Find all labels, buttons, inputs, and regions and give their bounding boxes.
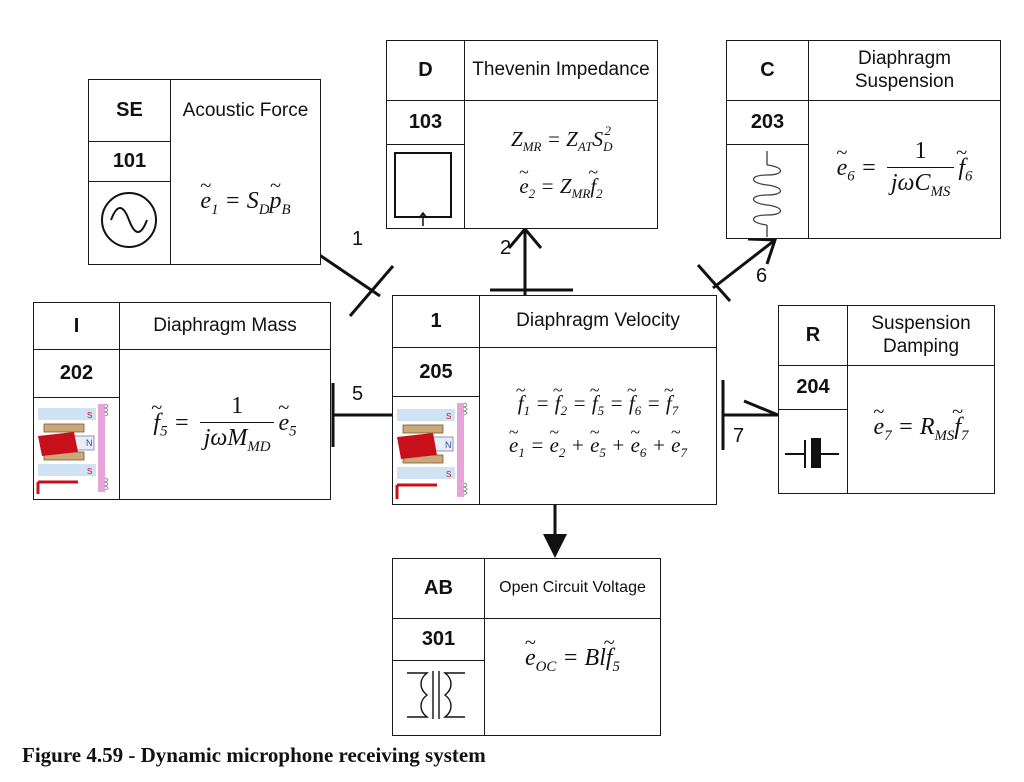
port-label-2: 2 bbox=[500, 237, 512, 259]
damper-icon bbox=[779, 410, 848, 493]
source-icon bbox=[89, 182, 171, 264]
block-title: Diaphragm Suspension bbox=[809, 41, 1000, 101]
block-title: Open Circuit Voltage bbox=[485, 559, 660, 619]
transducer-icon: S N S bbox=[393, 397, 480, 504]
impedance-icon bbox=[387, 145, 465, 228]
block-type: 1 bbox=[393, 296, 480, 348]
block-type: C bbox=[727, 41, 809, 101]
block-number: 205 bbox=[393, 348, 480, 397]
magnet-s-label: S bbox=[87, 411, 92, 420]
block-number: 203 bbox=[727, 101, 809, 145]
transducer-icon: S N S bbox=[34, 398, 120, 499]
block-number: 204 bbox=[779, 366, 848, 410]
block-diaphragm-mass: I Diaphragm Mass 202 S N S f5 = 1j bbox=[33, 302, 331, 500]
bond-6-arrow bbox=[747, 237, 778, 265]
block-title: Diaphragm Mass bbox=[120, 303, 330, 350]
equation-area: f5 = 1jωMMDe5 bbox=[120, 350, 330, 499]
magnet-s-label: S bbox=[87, 467, 92, 476]
bond-7-arrow bbox=[743, 399, 779, 417]
block-thevenin-impedance: D Thevenin Impedance 103 ZMR = ZATSD2 e2… bbox=[386, 40, 658, 229]
block-number: 301 bbox=[393, 619, 485, 661]
equation-area: e1 = SDpB bbox=[171, 142, 320, 264]
equation-area: f1 = f2 = f5 = f6 = f7 e1 = e2 + e5 + e6… bbox=[480, 348, 716, 504]
block-type: R bbox=[779, 306, 848, 366]
figure-caption: Figure 4.59 - Dynamic microphone receivi… bbox=[22, 743, 486, 767]
port-label-6: 6 bbox=[756, 265, 768, 287]
equation-area: eOC = Blf5 bbox=[485, 619, 660, 735]
port-label-5: 5 bbox=[352, 383, 364, 405]
equation-area: e6 = 1jωCMSf6 bbox=[809, 101, 1000, 238]
block-type: AB bbox=[393, 559, 485, 619]
block-diaphragm-suspension: C Diaphragm Suspension 203 e6 = 1jωCMSf6 bbox=[726, 40, 1001, 239]
block-type: I bbox=[34, 303, 120, 350]
signal-arrowhead bbox=[543, 534, 567, 558]
port-label-1: 1 bbox=[352, 228, 364, 250]
bond-2-arrow bbox=[507, 226, 543, 249]
bond-6-stroke bbox=[696, 264, 732, 302]
magnet-s-label: S bbox=[446, 470, 451, 479]
block-acoustic-force: SE Acoustic Force 101 e1 = SDpB bbox=[88, 79, 321, 265]
block-title: Thevenin Impedance bbox=[465, 41, 657, 101]
block-number: 202 bbox=[34, 350, 120, 398]
transformer-icon bbox=[393, 661, 485, 735]
block-open-circuit-voltage: AB Open Circuit Voltage 301 eOC = Blf5 bbox=[392, 558, 661, 736]
block-number: 103 bbox=[387, 101, 465, 145]
equation-area: ZMR = ZATSD2 e2 = ZMRf2 bbox=[465, 101, 657, 228]
equation-area: e7 = RMSf7 bbox=[848, 366, 994, 493]
port-label-7: 7 bbox=[733, 425, 745, 447]
bond-1-stroke bbox=[348, 265, 395, 317]
block-type: SE bbox=[89, 80, 171, 142]
magnet-n-label: N bbox=[86, 438, 93, 448]
bond-1-line bbox=[317, 252, 381, 298]
block-title: Acoustic Force bbox=[182, 99, 309, 121]
block-diaphragm-velocity: 1 Diaphragm Velocity 205 S N S f1 bbox=[392, 295, 717, 505]
block-number: 101 bbox=[89, 142, 171, 182]
magnet-n-label: N bbox=[445, 440, 452, 450]
block-title: Suspension Damping bbox=[848, 306, 994, 366]
bond-6-line bbox=[712, 238, 776, 290]
magnet-s-label: S bbox=[446, 412, 451, 421]
block-title: Diaphragm Velocity bbox=[480, 296, 716, 348]
block-suspension-damping: R Suspension Damping 204 e7 = RMSf7 bbox=[778, 305, 995, 494]
spring-icon bbox=[727, 145, 809, 238]
block-type: D bbox=[387, 41, 465, 101]
